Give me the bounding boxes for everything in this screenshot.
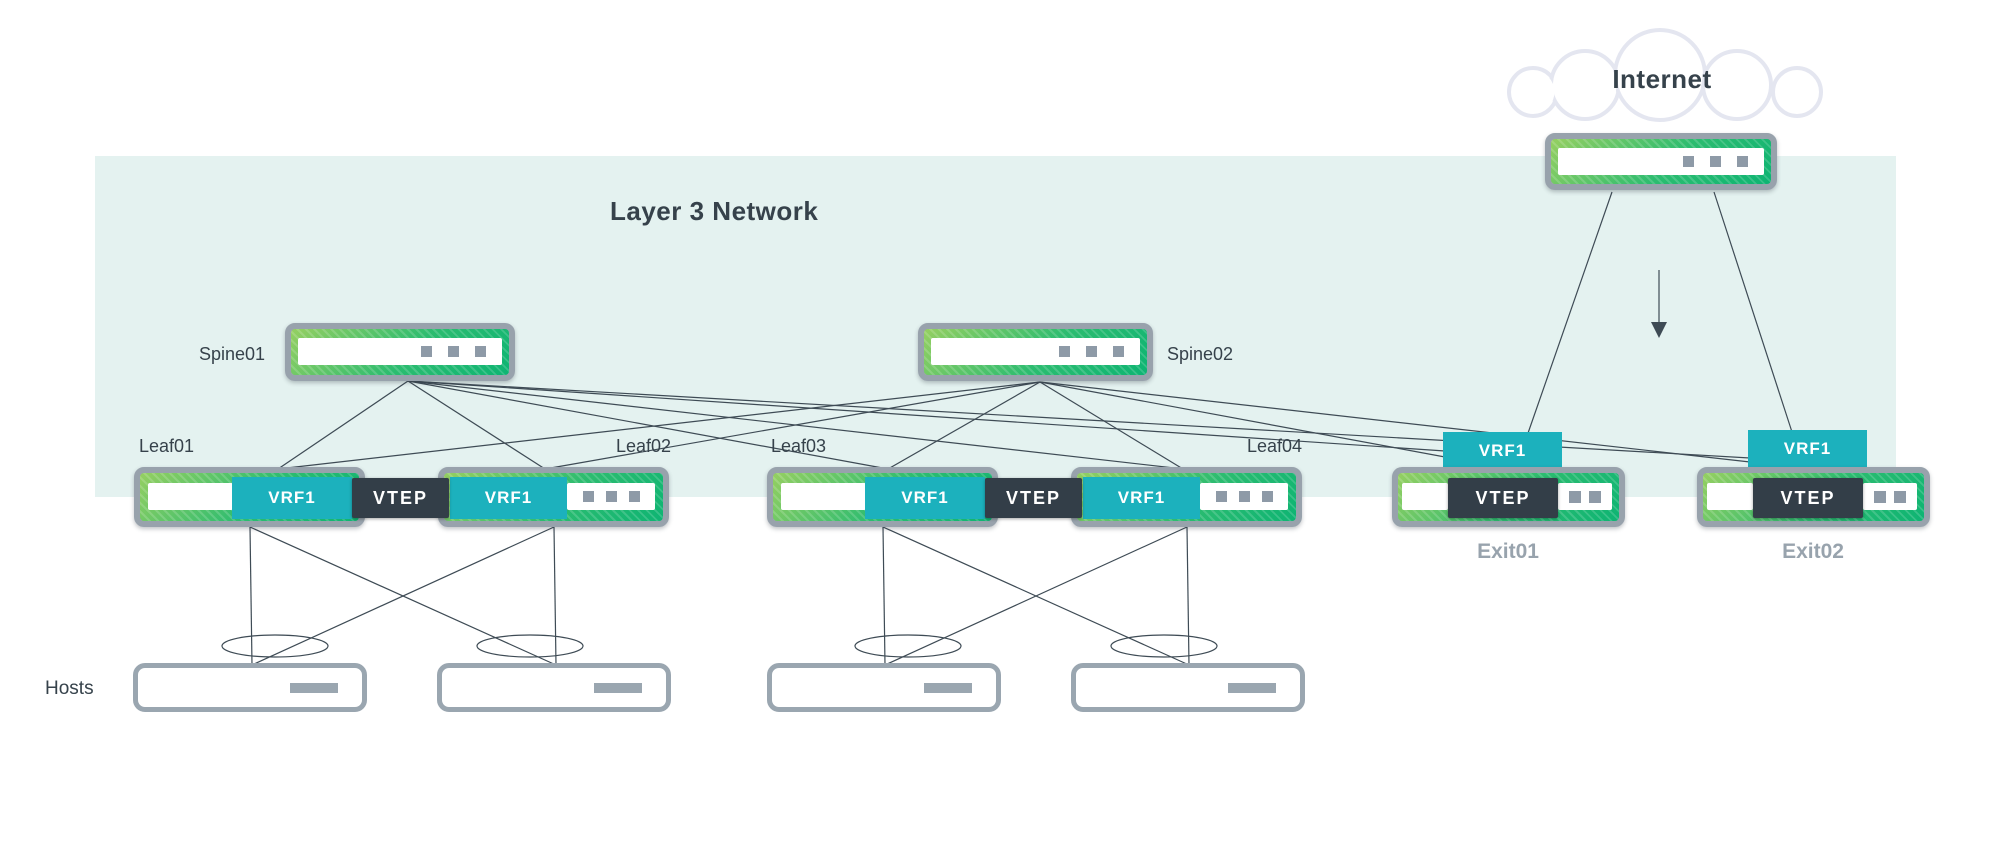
spine01-label: Spine01 [198,344,265,364]
switch-faceplate [1402,483,1448,510]
leaf02-label: Leaf02 [615,436,671,456]
spine01-switch-icon [285,323,515,381]
port-icon [448,346,459,357]
down-arrow-icon [1651,270,1667,338]
switch-faceplate [148,483,233,510]
exit02-vrf-badge: VRF1 [1748,430,1867,468]
port-icon [1569,490,1581,503]
switch-faceplate [1863,483,1917,510]
switch-faceplate [567,483,655,510]
port-icon [582,491,594,502]
port-icon [1683,156,1694,167]
spine02-switch-icon [918,323,1153,381]
host-box [767,663,1001,712]
switch-faceplate [1558,148,1764,175]
leaf-pair1-vtep-badge: VTEP [352,478,449,518]
exit01-vtep-badge: VTEP [1448,478,1558,518]
leaf02-vrf-badge: VRF1 [450,477,567,519]
port-icon [1261,491,1273,502]
host-drive-bar [1228,682,1276,693]
port-icon [1710,156,1721,167]
layer3-network-title: Layer 3 Network [610,196,819,226]
port-icon [1894,490,1906,503]
exit02-vtep-badge: VTEP [1753,478,1863,518]
switch-faceplate [298,338,502,365]
port-icon [1737,156,1748,167]
leaf04-label: Leaf04 [1246,436,1302,456]
port-icon [1238,491,1250,502]
exit01-vrf-badge: VRF1 [1443,432,1562,470]
leaf01-vrf-badge: VRF1 [232,477,352,519]
leaf04-vrf-badge: VRF1 [1083,477,1200,519]
hosts-label: Hosts [45,678,94,699]
leaf01-label: Leaf01 [139,436,195,456]
port-icon [1215,491,1227,502]
port-icon [605,491,617,502]
spine02-label: Spine02 [1167,344,1234,364]
port-icon [628,491,640,502]
internet-router-switch-icon [1545,133,1777,190]
host-box [133,663,367,712]
port-icon [1086,346,1097,357]
port-icon [421,346,432,357]
leaf03-label: Leaf03 [771,436,827,456]
host-box [437,663,671,712]
exit02-label: Exit02 [1782,540,1844,563]
host-drive-bar [594,682,642,693]
host-box [1071,663,1305,712]
port-icon [475,346,486,357]
switch-faceplate [1558,483,1612,510]
internet-label: Internet [1612,64,1712,94]
switch-faceplate [781,483,866,510]
link-lines [249,191,1793,666]
internet-cloud-icon [1507,28,1823,122]
host-drive-bar [924,682,972,693]
exit01-label: Exit01 [1477,540,1539,563]
switch-faceplate [1200,483,1288,510]
mlag-ellipses [221,634,1218,658]
port-icon [1113,346,1124,357]
leaf03-vrf-badge: VRF1 [865,477,985,519]
switch-faceplate [931,338,1140,365]
host-drive-bar [290,682,338,693]
leaf-pair2-vtep-badge: VTEP [985,478,1082,518]
port-icon [1874,490,1886,503]
switch-faceplate [1707,483,1753,510]
port-icon [1589,490,1601,503]
port-icon [1059,346,1070,357]
